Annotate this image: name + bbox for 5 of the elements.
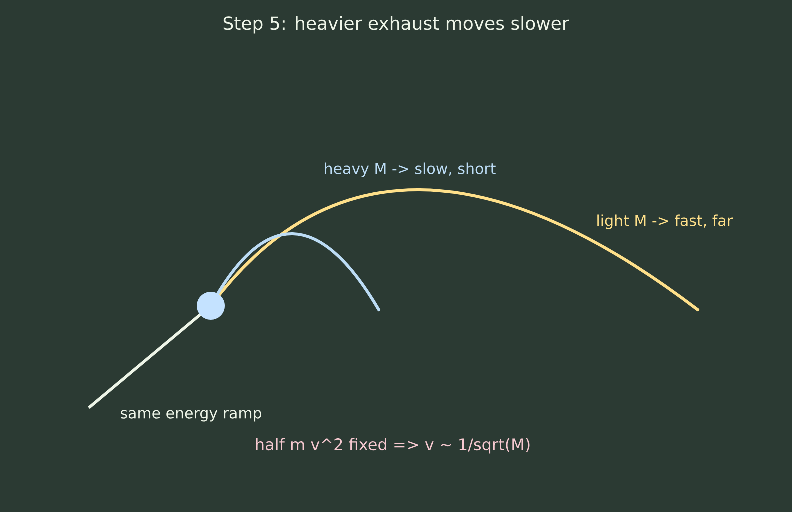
formula-text: half m v^2 fixed => v ~ 1/sqrt(M)	[256, 438, 530, 454]
ramp-label: same energy ramp	[121, 410, 262, 422]
curve-label: light M -> fast, far	[598, 214, 734, 230]
title: Step 5: heavier exhaust moves slower	[224, 16, 570, 34]
curve-label: heavy M -> slow, short	[325, 162, 496, 178]
